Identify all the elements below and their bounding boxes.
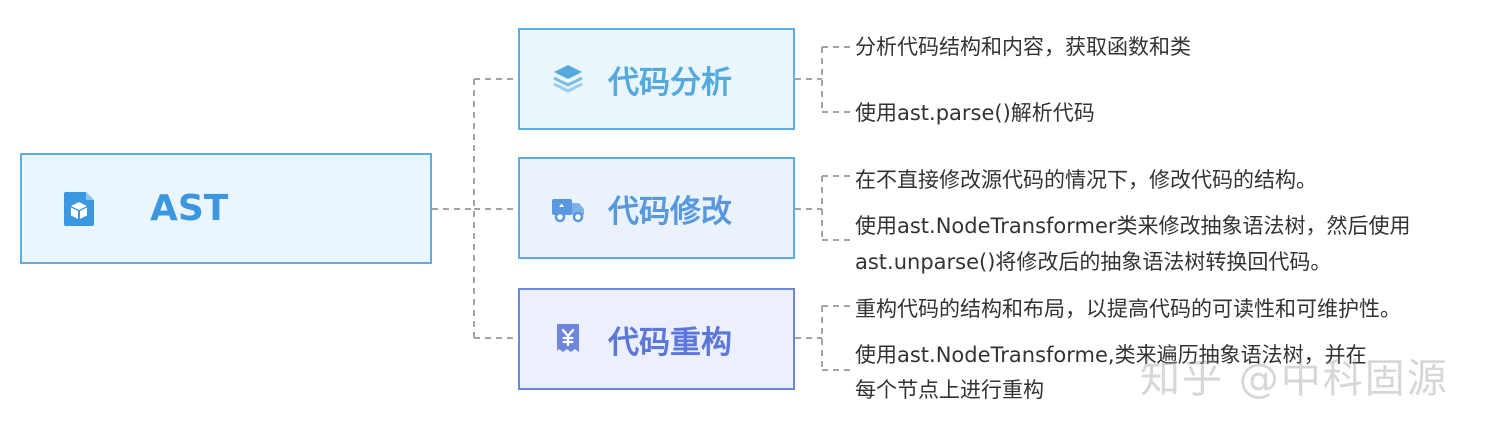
- leaf-text: 使用ast.NodeTransformer类来修改抽象语法树，然后使用: [855, 214, 1411, 238]
- leaf-text: 使用ast.parse()解析代码: [855, 101, 1095, 125]
- branch-label: 代码修改: [608, 193, 732, 230]
- yuan-receipt-icon: [557, 324, 579, 352]
- leaf-text: 每个节点上进行重构: [855, 378, 1044, 402]
- branch-label: 代码分析: [608, 64, 732, 101]
- layers-icon: [553, 65, 583, 93]
- leaf-text: 使用ast.NodeTransforme,类来遍历抽象语法树，并在: [855, 343, 1367, 367]
- delivery-truck-icon: [552, 199, 584, 223]
- branch-code-refactoring[interactable]: 代码重构: [518, 288, 795, 390]
- branch-label: 代码重构: [608, 324, 732, 361]
- leaf-text: 在不直接修改源代码的情况下，修改代码的结构。: [855, 168, 1317, 192]
- watermark: 知乎 @中科固源: [1140, 356, 1449, 402]
- root-node[interactable]: AST: [20, 153, 432, 264]
- leaf-text: ast.unparse()将修改后的抽象语法树转换回代码。: [855, 250, 1332, 274]
- cube-file-icon: [64, 191, 94, 226]
- leaf-text: 重构代码的结构和布局，以提高代码的可读性和可维护性。: [855, 297, 1401, 321]
- root-label: AST: [150, 188, 229, 229]
- branch-code-modification[interactable]: 代码修改: [518, 157, 795, 259]
- branch-code-analysis[interactable]: 代码分析: [518, 28, 795, 130]
- leaf-text: 分析代码结构和内容，获取函数和类: [855, 35, 1191, 59]
